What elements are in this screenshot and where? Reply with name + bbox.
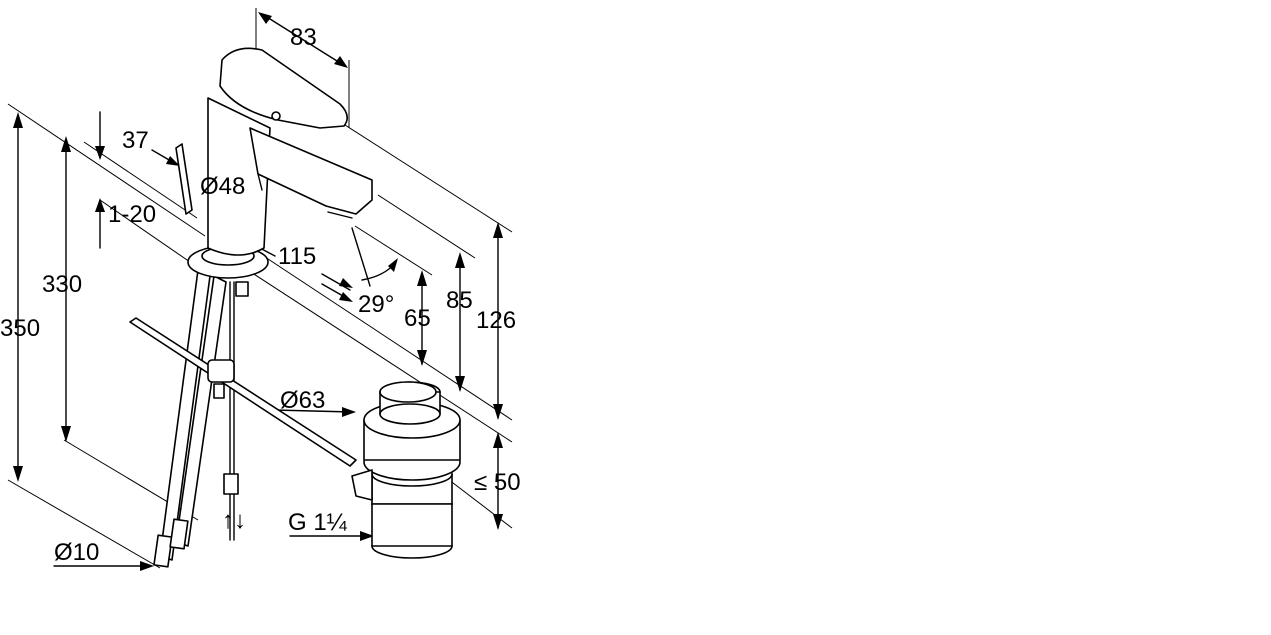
dim-65: 65 bbox=[404, 305, 431, 332]
dim-37: 37 bbox=[122, 127, 149, 154]
pop-up-waste bbox=[351, 381, 461, 559]
pop-up-rod bbox=[129, 317, 357, 467]
dim-126: 126 bbox=[476, 307, 516, 334]
dim-diameter-10: Ø10 bbox=[54, 539, 99, 566]
dim-diameter-63: Ø63 bbox=[280, 387, 325, 414]
dim-85: 85 bbox=[446, 287, 473, 314]
svg-text:↑↓: ↑↓ bbox=[222, 507, 246, 534]
faucet bbox=[175, 47, 373, 297]
dim-deck-thickness: 1-20 bbox=[108, 201, 156, 228]
dim-330: 330 bbox=[42, 271, 82, 298]
dim-115: 115 bbox=[278, 243, 316, 270]
dim-diameter-48: Ø48 bbox=[200, 173, 245, 200]
dimension-labels: 83 37 Ø48 1-20 115 29° 350 330 65 85 126… bbox=[0, 24, 521, 566]
dim-waste-height: ≤ 50 bbox=[474, 469, 521, 496]
supply-hoses: ↑↓ bbox=[153, 269, 246, 568]
dim-350: 350 bbox=[0, 315, 40, 342]
dim-thread: G 1¼ bbox=[288, 509, 348, 536]
dim-angle-29: 29° bbox=[358, 291, 394, 318]
dim-83: 83 bbox=[290, 24, 317, 51]
vertical-dimension-lines bbox=[13, 111, 503, 530]
